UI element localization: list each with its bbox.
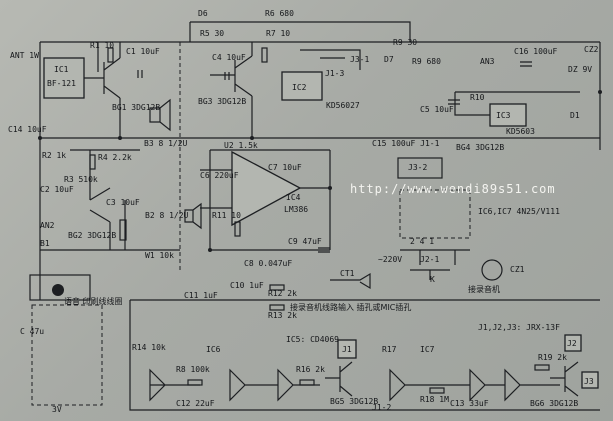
label-c14: C14 10uF — [8, 125, 47, 134]
label-r1: R1 10 — [90, 41, 114, 50]
lm386-triangle — [231, 150, 302, 227]
label-k: K — [430, 275, 435, 284]
label-r18: R18 1M — [420, 395, 449, 404]
label-ic2: IC2 — [292, 83, 307, 92]
label-c1: C1 10uF — [126, 47, 160, 56]
label-cz2: CZ2 — [584, 45, 599, 54]
label-b1: B1 — [40, 239, 50, 248]
label-u2: U2 1.5k — [224, 141, 258, 150]
label-lm: LM386 — [284, 205, 308, 214]
label-jrx: J1,J2,J3: JRX-13F — [478, 323, 560, 332]
label-ct1: CT1 — [340, 269, 355, 278]
label-3v: 3V — [52, 405, 62, 414]
label-c4: C4 10uF — [212, 53, 246, 62]
label-j13: J1-3 — [325, 69, 344, 78]
label-220: ~220V — [378, 255, 402, 264]
label-d1: D1 — [570, 111, 580, 120]
label-r12: R12 2k — [268, 289, 297, 298]
label-ic7: IC7 — [420, 345, 435, 354]
label-j21: J2-1 — [420, 255, 439, 264]
label-bg3: BG3 3DG12B — [198, 97, 246, 106]
label-r14: R14 10k — [132, 343, 166, 352]
label-dz: DZ 9V — [568, 65, 592, 74]
label-r9b: R9 680 — [412, 57, 441, 66]
label-ic4: IC4 — [286, 193, 301, 202]
label-kd: KD56027 — [326, 101, 360, 110]
label-bg6: BG6 3DG12B — [530, 399, 578, 408]
label-c15: C15 100uF J1-1 — [372, 139, 440, 148]
label-j2: J2 — [567, 339, 577, 348]
label-c7: C7 10uF — [268, 163, 302, 172]
label-c16: C16 100uF — [514, 47, 558, 56]
label-c2: C2 10uF — [40, 185, 74, 194]
label-r11: R11 10 — [212, 211, 241, 220]
label-b3: B3 8 1/2U — [144, 139, 188, 148]
label-pins: 2 4 1 — [410, 237, 434, 246]
label-j3: J3 — [584, 377, 594, 386]
label-r7: R7 10 — [266, 29, 290, 38]
label-r2: R2 1k — [42, 151, 66, 160]
label-c13: C13 33uF — [450, 399, 489, 408]
label-ic6: IC6 — [206, 345, 221, 354]
label-r17: R17 — [382, 345, 397, 354]
label-bg4: BG4 3DG12B — [456, 143, 504, 152]
label-c8: C8 0.047uF — [244, 259, 292, 268]
label-r16: R16 2k — [296, 365, 325, 374]
label-r3: R3 510k — [64, 175, 98, 184]
ic1-box — [43, 57, 85, 99]
label-ic3: IC3 — [496, 111, 511, 120]
label-ant: ANT 1W — [10, 51, 39, 60]
label-ic1b: BF-121 — [47, 79, 76, 88]
label-c5: C5 10uF — [420, 105, 454, 114]
label-an3: AN3 — [480, 57, 495, 66]
label-c12: C12 22uF — [176, 399, 215, 408]
label-c10: C10 1uF — [230, 281, 264, 290]
label-j1: J1 — [342, 345, 352, 354]
label-r5: R5 30 — [200, 29, 224, 38]
label-d6: D6 — [198, 9, 208, 18]
label-c3: C3 10uF — [106, 198, 140, 207]
label-r6: R6 680 — [265, 9, 294, 18]
label-c11: C11 1uF — [184, 291, 218, 300]
label-r8: R8 100k — [176, 365, 210, 374]
label-ic67: IC6,IC7 4N25/V111 — [478, 207, 560, 216]
label-voice: 语音 印刷线线圈 — [64, 296, 123, 306]
ic2-box — [281, 71, 323, 101]
label-cz1: CZ1 — [510, 265, 525, 274]
label-j12: J1-2 — [372, 403, 391, 412]
label-j32: J3-2 — [408, 163, 427, 172]
label-bg5: BG5 3DG12B — [330, 397, 378, 406]
label-bg2: BG2 3DG12B — [68, 231, 116, 240]
label-r13: R13 2k — [268, 311, 297, 320]
label-d7: D7 — [384, 55, 394, 64]
label-j31: J3-1 — [350, 55, 369, 64]
label-r9a: R9 30 — [393, 38, 417, 47]
watermark-text: http://www.wendi89s51.com — [350, 182, 556, 196]
label-an2: AN2 — [40, 221, 55, 230]
label-w1: W1 10k — [145, 251, 174, 260]
label-r4: R4 2.2k — [98, 153, 132, 162]
label-ic5: IC5: CD4069 — [286, 335, 339, 344]
label-bg1: BG1 3DG12B — [112, 103, 160, 112]
label-ic1a: IC1 — [54, 65, 69, 74]
label-c47: C 47u — [20, 327, 44, 336]
label-c9: C9 47uF — [288, 237, 322, 246]
label-c6: C6 220uF — [200, 171, 239, 180]
label-r19: R19 2k — [538, 353, 567, 362]
label-kd3: KD5603 — [506, 127, 535, 136]
label-r10: R10 — [470, 93, 485, 102]
label-note: 接录音机线路输入 插孔或MIC插孔 — [290, 302, 411, 312]
label-rec: 接录音机 — [468, 284, 500, 294]
label-b2: B2 8 1/2U — [145, 211, 189, 220]
